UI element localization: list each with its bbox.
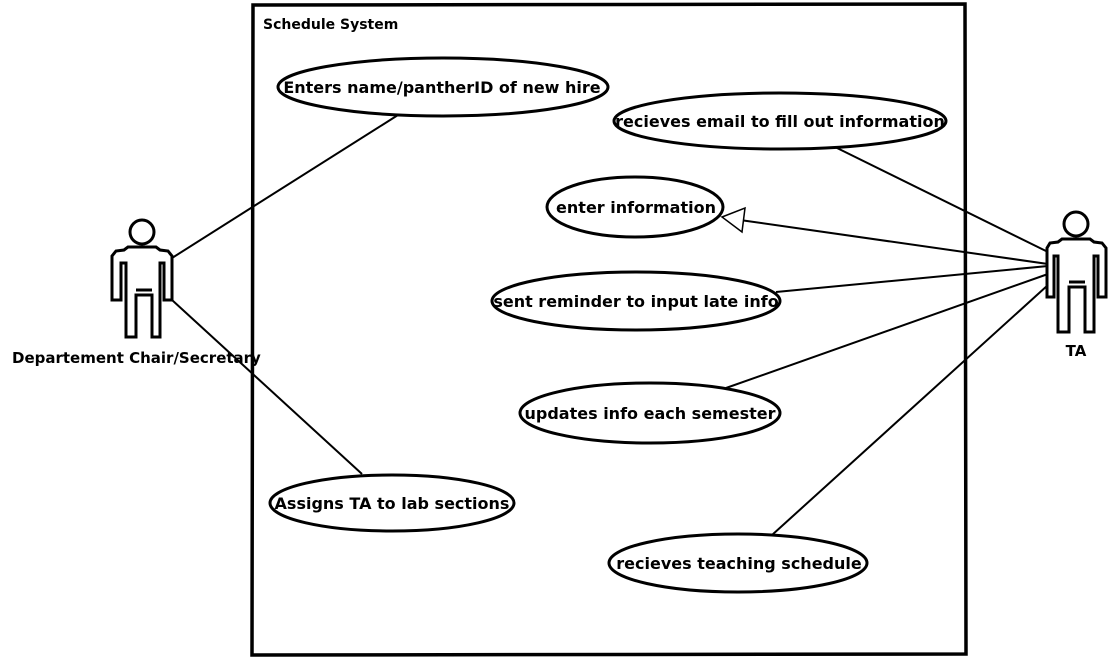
use-case-update-info[interactable]: updates info each semester <box>518 381 782 445</box>
use-case-assign-ta[interactable]: Assigns TA to lab sections <box>268 473 516 533</box>
stick-figure-icon <box>1045 210 1108 334</box>
use-case-receive-email[interactable]: recieves email to fill out information <box>612 91 948 151</box>
use-case-label: recieves teaching schedule <box>616 554 862 573</box>
assoc-ta-sent-reminder <box>775 265 1049 293</box>
generalization-arrowhead <box>720 206 746 234</box>
assoc-ta-receive-email <box>834 146 1049 253</box>
assoc-ta-receive-schedule <box>771 284 1049 536</box>
use-case-receive-schedule[interactable]: recieves teaching schedule <box>607 532 869 594</box>
generalization-ta-enter-info <box>720 206 1049 265</box>
use-case-ellipse <box>518 381 782 445</box>
actor-ta[interactable]: TA <box>1045 210 1108 360</box>
use-case-ellipse <box>276 56 610 118</box>
actor-label: Departement Chair/Secretary <box>12 349 261 367</box>
use-case-label: recieves email to fill out information <box>615 112 945 131</box>
use-case-ellipse <box>607 532 869 594</box>
generalization-line <box>739 219 1049 265</box>
use-case-label: Assigns TA to lab sections <box>275 494 510 513</box>
use-case-label: sent reminder to input late info <box>493 292 778 311</box>
use-case-ellipse <box>268 473 516 533</box>
assoc-ta-update-info <box>725 273 1049 389</box>
use-case-ellipse <box>612 91 948 151</box>
associations <box>171 114 1049 536</box>
system-title: Schedule System <box>263 17 398 33</box>
use-case-enter-info[interactable]: enter information <box>545 175 725 239</box>
use-case-enter-name[interactable]: Enters name/pantherID of new hire <box>276 56 610 118</box>
use-case-ellipse <box>545 175 725 239</box>
stick-figure-icon <box>110 218 174 339</box>
use-case-label: enter information <box>556 198 716 217</box>
actor-chair[interactable]: Departement Chair/Secretary <box>12 218 261 367</box>
system-boundary-rect <box>250 2 968 657</box>
use-case-sent-reminder[interactable]: sent reminder to input late info <box>490 270 782 332</box>
assoc-chair-assign-ta <box>171 299 363 475</box>
system-boundary: Schedule System <box>250 2 968 657</box>
assoc-chair-enter-name <box>171 114 399 259</box>
use-case-ellipse <box>490 270 782 332</box>
use-case-label: updates info each semester <box>525 404 776 423</box>
actor-label: TA <box>1066 342 1087 360</box>
use-case-label: Enters name/pantherID of new hire <box>283 78 600 97</box>
